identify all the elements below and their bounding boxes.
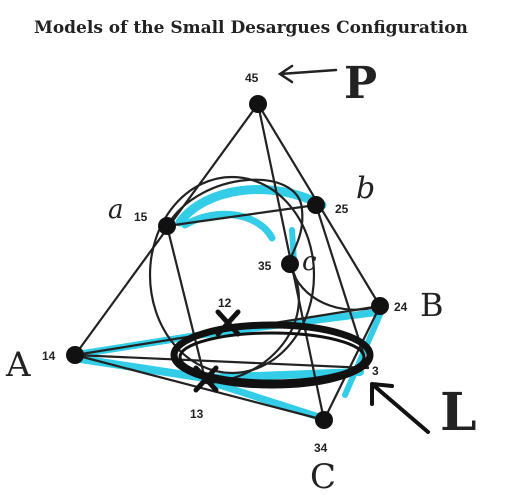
label-25: 25 (335, 202, 349, 216)
cross-marks (193, 309, 241, 393)
hand-C: C (310, 457, 336, 497)
label-13: 13 (190, 407, 204, 421)
arc-15-35 (166, 178, 304, 266)
hand-a: a (108, 195, 124, 225)
label-45: 45 (245, 71, 259, 85)
arc-35-24 (288, 264, 381, 311)
hand-b: b (356, 171, 375, 206)
handwritten-annotations: P a b c A B C L (5, 58, 477, 497)
arrow-L (370, 382, 430, 434)
hand-L: L (440, 382, 477, 443)
hand-A: A (5, 345, 31, 385)
point-14 (66, 346, 84, 364)
arrow-P (277, 64, 338, 84)
label-14: 14 (42, 349, 56, 363)
label-34: 34 (314, 441, 328, 455)
label-23: 3 (372, 364, 379, 378)
point-45 (249, 95, 267, 113)
point-15 (158, 217, 176, 235)
highlight-arc-top (175, 185, 327, 227)
point-35 (281, 255, 299, 273)
label-12: 12 (218, 296, 232, 310)
point-dots (66, 95, 389, 429)
circle-upper (148, 175, 316, 375)
hand-c: c (302, 247, 317, 277)
line-24-34 (322, 304, 382, 422)
point-24 (371, 297, 389, 315)
point-labels: 45 15 25 35 24 14 12 13 3 34 (42, 71, 408, 455)
hand-P: P (344, 58, 377, 109)
page-title: Models of the Small Desargues Configurat… (34, 18, 468, 38)
marker-ellipse (170, 321, 374, 389)
point-25 (307, 196, 325, 214)
label-24: 24 (394, 300, 408, 314)
hand-B: B (420, 286, 444, 324)
point-34 (315, 411, 333, 429)
label-35: 35 (258, 259, 272, 273)
highlight-line-C (206, 378, 326, 422)
line-15-13 (165, 224, 208, 385)
label-15: 15 (134, 210, 148, 224)
line-14-23 (73, 353, 370, 370)
